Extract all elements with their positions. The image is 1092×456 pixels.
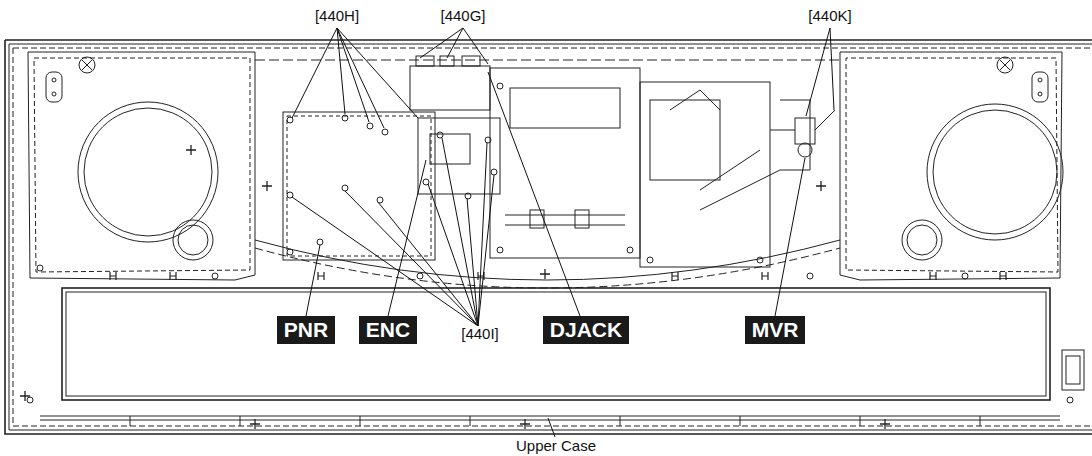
- part-tag: DJACK: [543, 316, 629, 344]
- callout-number: [440G]: [439, 8, 486, 25]
- part-tag: MVR: [745, 316, 806, 344]
- part-tag: PNR: [277, 316, 335, 344]
- part-name: ENC: [366, 318, 410, 341]
- callout-number: [440H]: [314, 8, 360, 25]
- part-name: MVR: [752, 318, 799, 341]
- part-tag: ENC: [359, 316, 417, 344]
- callout-number: [440K]: [807, 8, 852, 25]
- part-name: PNR: [284, 318, 328, 341]
- callout-number: [440I]: [460, 326, 500, 343]
- part-label: Upper Case: [515, 438, 597, 455]
- part-name: DJACK: [550, 318, 622, 341]
